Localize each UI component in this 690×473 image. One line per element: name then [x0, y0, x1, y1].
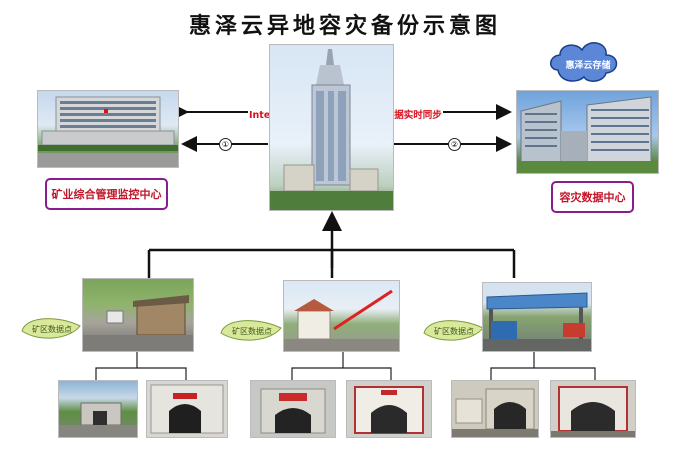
marker-1: ① [219, 138, 232, 151]
cloud-storage-icon [550, 42, 618, 82]
site-3-photo [482, 282, 592, 352]
monitoring-center-photo [37, 90, 179, 168]
site-badge-3: 矿区数据点 [423, 320, 484, 341]
dr-center-label: 容灾数据中心 [551, 181, 634, 213]
cloud-label: 惠泽云存储 [565, 61, 611, 71]
tunnel-photo-5 [451, 380, 539, 438]
tunnel-photo-2 [146, 380, 228, 438]
site-2-photo [283, 280, 400, 352]
site-badge-2: 矿区数据点 [220, 320, 282, 341]
monitoring-center-label: 矿业综合管理监控中心 [45, 178, 168, 210]
svg-text:矿区数据点: 矿区数据点 [232, 326, 272, 336]
tunnel-photo-3 [250, 380, 336, 438]
tunnel-photo-4 [346, 380, 432, 438]
marker-2: ② [448, 138, 461, 151]
tunnel-photo-1 [58, 380, 138, 438]
tunnel-photo-6 [550, 380, 636, 438]
svg-text:矿区数据点: 矿区数据点 [32, 324, 72, 334]
branch-lines [95, 350, 596, 380]
diagram-title: 惠泽云异地容灾备份示意图 [188, 13, 501, 39]
svg-text:矿区数据点: 矿区数据点 [434, 326, 474, 336]
site-1-photo [82, 278, 194, 352]
dr-center-photo [516, 90, 659, 174]
cloud-tower-photo [269, 44, 394, 211]
site-badge-1: 矿区数据点 [21, 318, 81, 339]
